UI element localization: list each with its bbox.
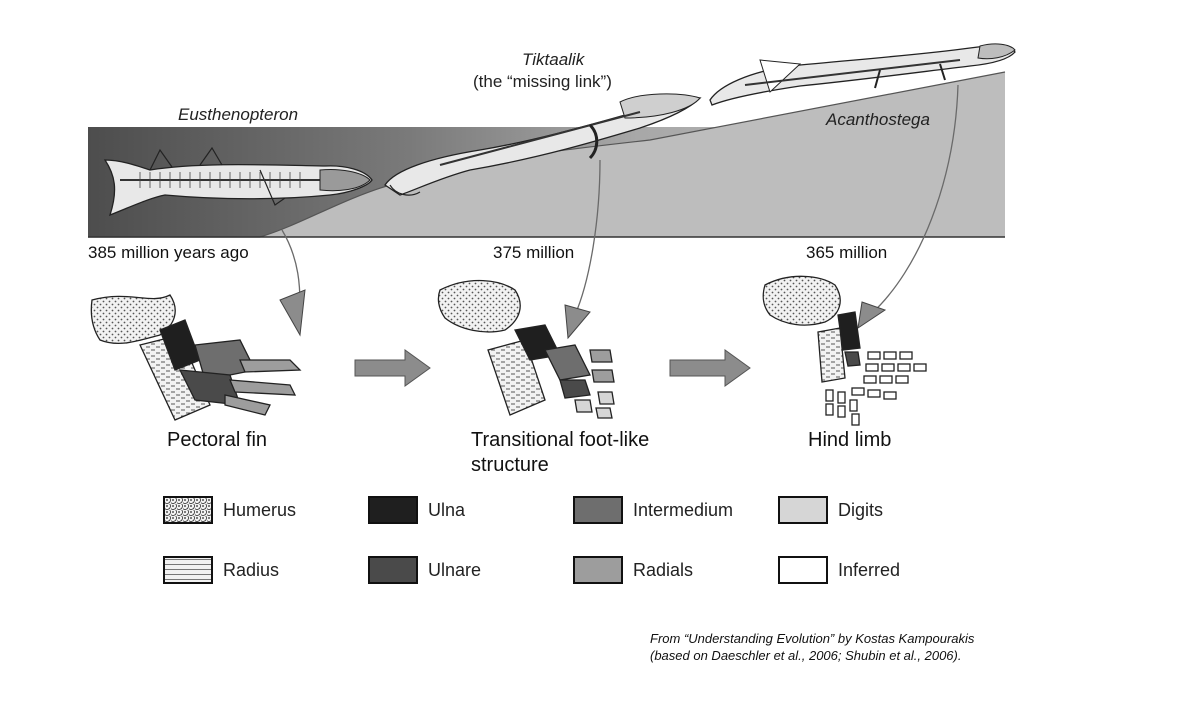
legend-swatch-radius — [163, 556, 213, 584]
legend-label: Ulna — [428, 499, 466, 520]
legend-label: Ulnare — [428, 559, 482, 580]
species-label-eusthenopteron: Eusthenopteron — [178, 105, 299, 124]
time-label-3: 365 million — [806, 243, 888, 262]
caption-transitional-line1: Transitional foot-like — [471, 429, 650, 451]
acanthostega-skeleton — [709, 43, 1016, 106]
legend-swatch-digits — [778, 496, 828, 524]
caption-pectoral-fin: Pectoral fin — [167, 429, 268, 451]
legend-item-ulnare: Ulnare — [368, 554, 481, 586]
species-note-tiktaalik: (the “missing link”) — [473, 72, 612, 91]
tiktaalik-skeleton — [384, 93, 702, 196]
legend-label: Inferred — [838, 559, 901, 580]
time-label-1: 385 million years ago — [88, 243, 249, 262]
legend-swatch-radials — [573, 556, 623, 584]
legend-item-digits: Digits — [778, 494, 883, 526]
species-label-acanthostega: Acanthostega — [826, 110, 930, 129]
caption-hind-limb: Hind limb — [808, 429, 892, 451]
species-label-tiktaalik: Tiktaalik — [522, 50, 585, 69]
transitional-limb — [437, 279, 615, 419]
legend-swatch-inferred — [778, 556, 828, 584]
progression-arrows — [354, 349, 751, 387]
legend-item-radials: Radials — [573, 554, 693, 586]
legend-label: Digits — [838, 499, 884, 520]
legend-swatch-humerus — [163, 496, 213, 524]
pectoral-fin — [90, 294, 302, 421]
legend-swatch-ulnare — [368, 556, 418, 584]
legend-item-ulna: Ulna — [368, 494, 465, 526]
time-label-2: 375 million — [493, 243, 575, 262]
legend-item-radius: Radius — [163, 554, 279, 586]
legend-item-humerus: Humerus — [163, 494, 296, 526]
legend-label: Radius — [223, 559, 280, 580]
legend-label: Intermedium — [633, 499, 734, 520]
caption-transitional-line2: structure — [471, 454, 549, 476]
source-line-2: (based on Daeschler et al., 2006; Shubin… — [650, 648, 962, 663]
hind-limb — [762, 275, 927, 426]
legend-label: Humerus — [223, 499, 297, 520]
legend-item-intermedium: Intermedium — [573, 494, 733, 526]
legend-swatch-intermedium — [573, 496, 623, 524]
eusthenopteron-skeleton — [103, 146, 373, 217]
legend-swatch-ulna — [368, 496, 418, 524]
legend-item-inferred: Inferred — [778, 554, 900, 586]
link-arrowheads — [279, 289, 887, 340]
legend-label: Radials — [633, 559, 694, 580]
source-line-1: From “Understanding Evolution” by Kostas… — [650, 631, 975, 646]
